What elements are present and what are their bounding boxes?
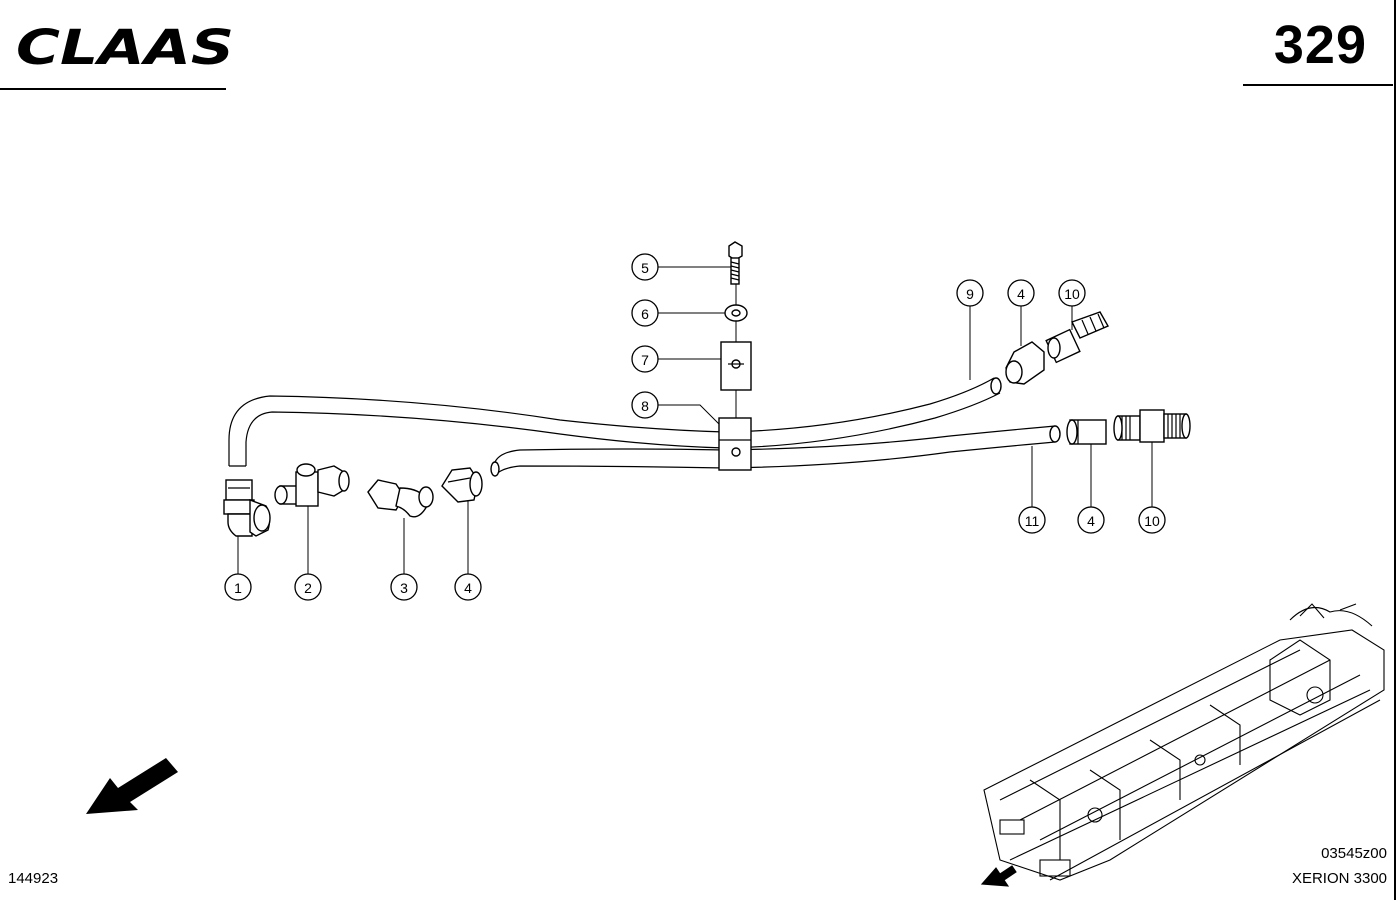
clamp-8 — [718, 417, 752, 471]
callout-9: 9 — [956, 279, 984, 307]
nut-4-left — [441, 467, 483, 503]
elbow-fitting-3 — [367, 479, 434, 518]
clamp-plate-7 — [720, 341, 752, 391]
svg-text:10: 10 — [1064, 286, 1080, 302]
model-name: XERION 3300 — [1291, 870, 1387, 887]
svg-text:11: 11 — [1025, 513, 1040, 529]
callout-3: 3 — [390, 573, 418, 601]
adapter-10-upper — [1045, 311, 1109, 364]
svg-text:10: 10 — [1144, 513, 1160, 529]
svg-text:1: 1 — [234, 580, 242, 596]
svg-text:7: 7 — [641, 352, 649, 368]
claas-logo: CLAAS — [16, 22, 234, 72]
callout-10-upper: 10 — [1058, 279, 1086, 307]
drawing-id: 144923 — [8, 870, 59, 887]
adapter-10-lower — [1113, 409, 1191, 443]
callout-5: 5 — [631, 253, 659, 281]
svg-text:5: 5 — [641, 260, 649, 276]
chassis-frame-icon — [980, 603, 1385, 887]
nut-4-upper-right — [1005, 341, 1045, 385]
tee-fitting-2 — [274, 463, 350, 507]
svg-text:9: 9 — [966, 286, 974, 302]
svg-text:4: 4 — [1017, 286, 1025, 302]
hose-11 — [490, 425, 1061, 477]
brand-logo-text: CLAAS — [16, 22, 234, 72]
svg-text:6: 6 — [641, 306, 649, 322]
callout-4-lower-right: 4 — [1077, 506, 1105, 534]
hose-9 — [228, 377, 1002, 467]
callout-4-left: 4 — [454, 573, 482, 601]
callout-7: 7 — [631, 345, 659, 373]
callout-11: 11 — [1018, 506, 1046, 534]
callout-2: 2 — [294, 573, 322, 601]
svg-text:2: 2 — [304, 580, 312, 596]
washer-6 — [724, 304, 748, 322]
callout-6: 6 — [631, 299, 659, 327]
bolt-5 — [728, 241, 743, 285]
callout-4-upper-right: 4 — [1007, 279, 1035, 307]
svg-text:8: 8 — [641, 398, 649, 414]
nut-4-lower-right — [1066, 419, 1107, 445]
page-number: 329 — [1273, 15, 1367, 75]
elbow-fitting-1 — [223, 479, 271, 537]
leader-lines — [237, 266, 1153, 574]
header-rule-left — [0, 88, 226, 90]
direction-arrow-icon — [86, 758, 178, 814]
svg-text:4: 4 — [464, 580, 472, 596]
svg-text:3: 3 — [400, 580, 408, 596]
callout-10-lower: 10 — [1138, 506, 1166, 534]
callout-1: 1 — [224, 573, 252, 601]
figure-code: 03545z00 — [1321, 845, 1387, 862]
header-rule-right — [1243, 84, 1393, 86]
frame-edge — [1394, 0, 1396, 900]
svg-text:4: 4 — [1087, 513, 1095, 529]
callout-8: 8 — [631, 391, 659, 419]
